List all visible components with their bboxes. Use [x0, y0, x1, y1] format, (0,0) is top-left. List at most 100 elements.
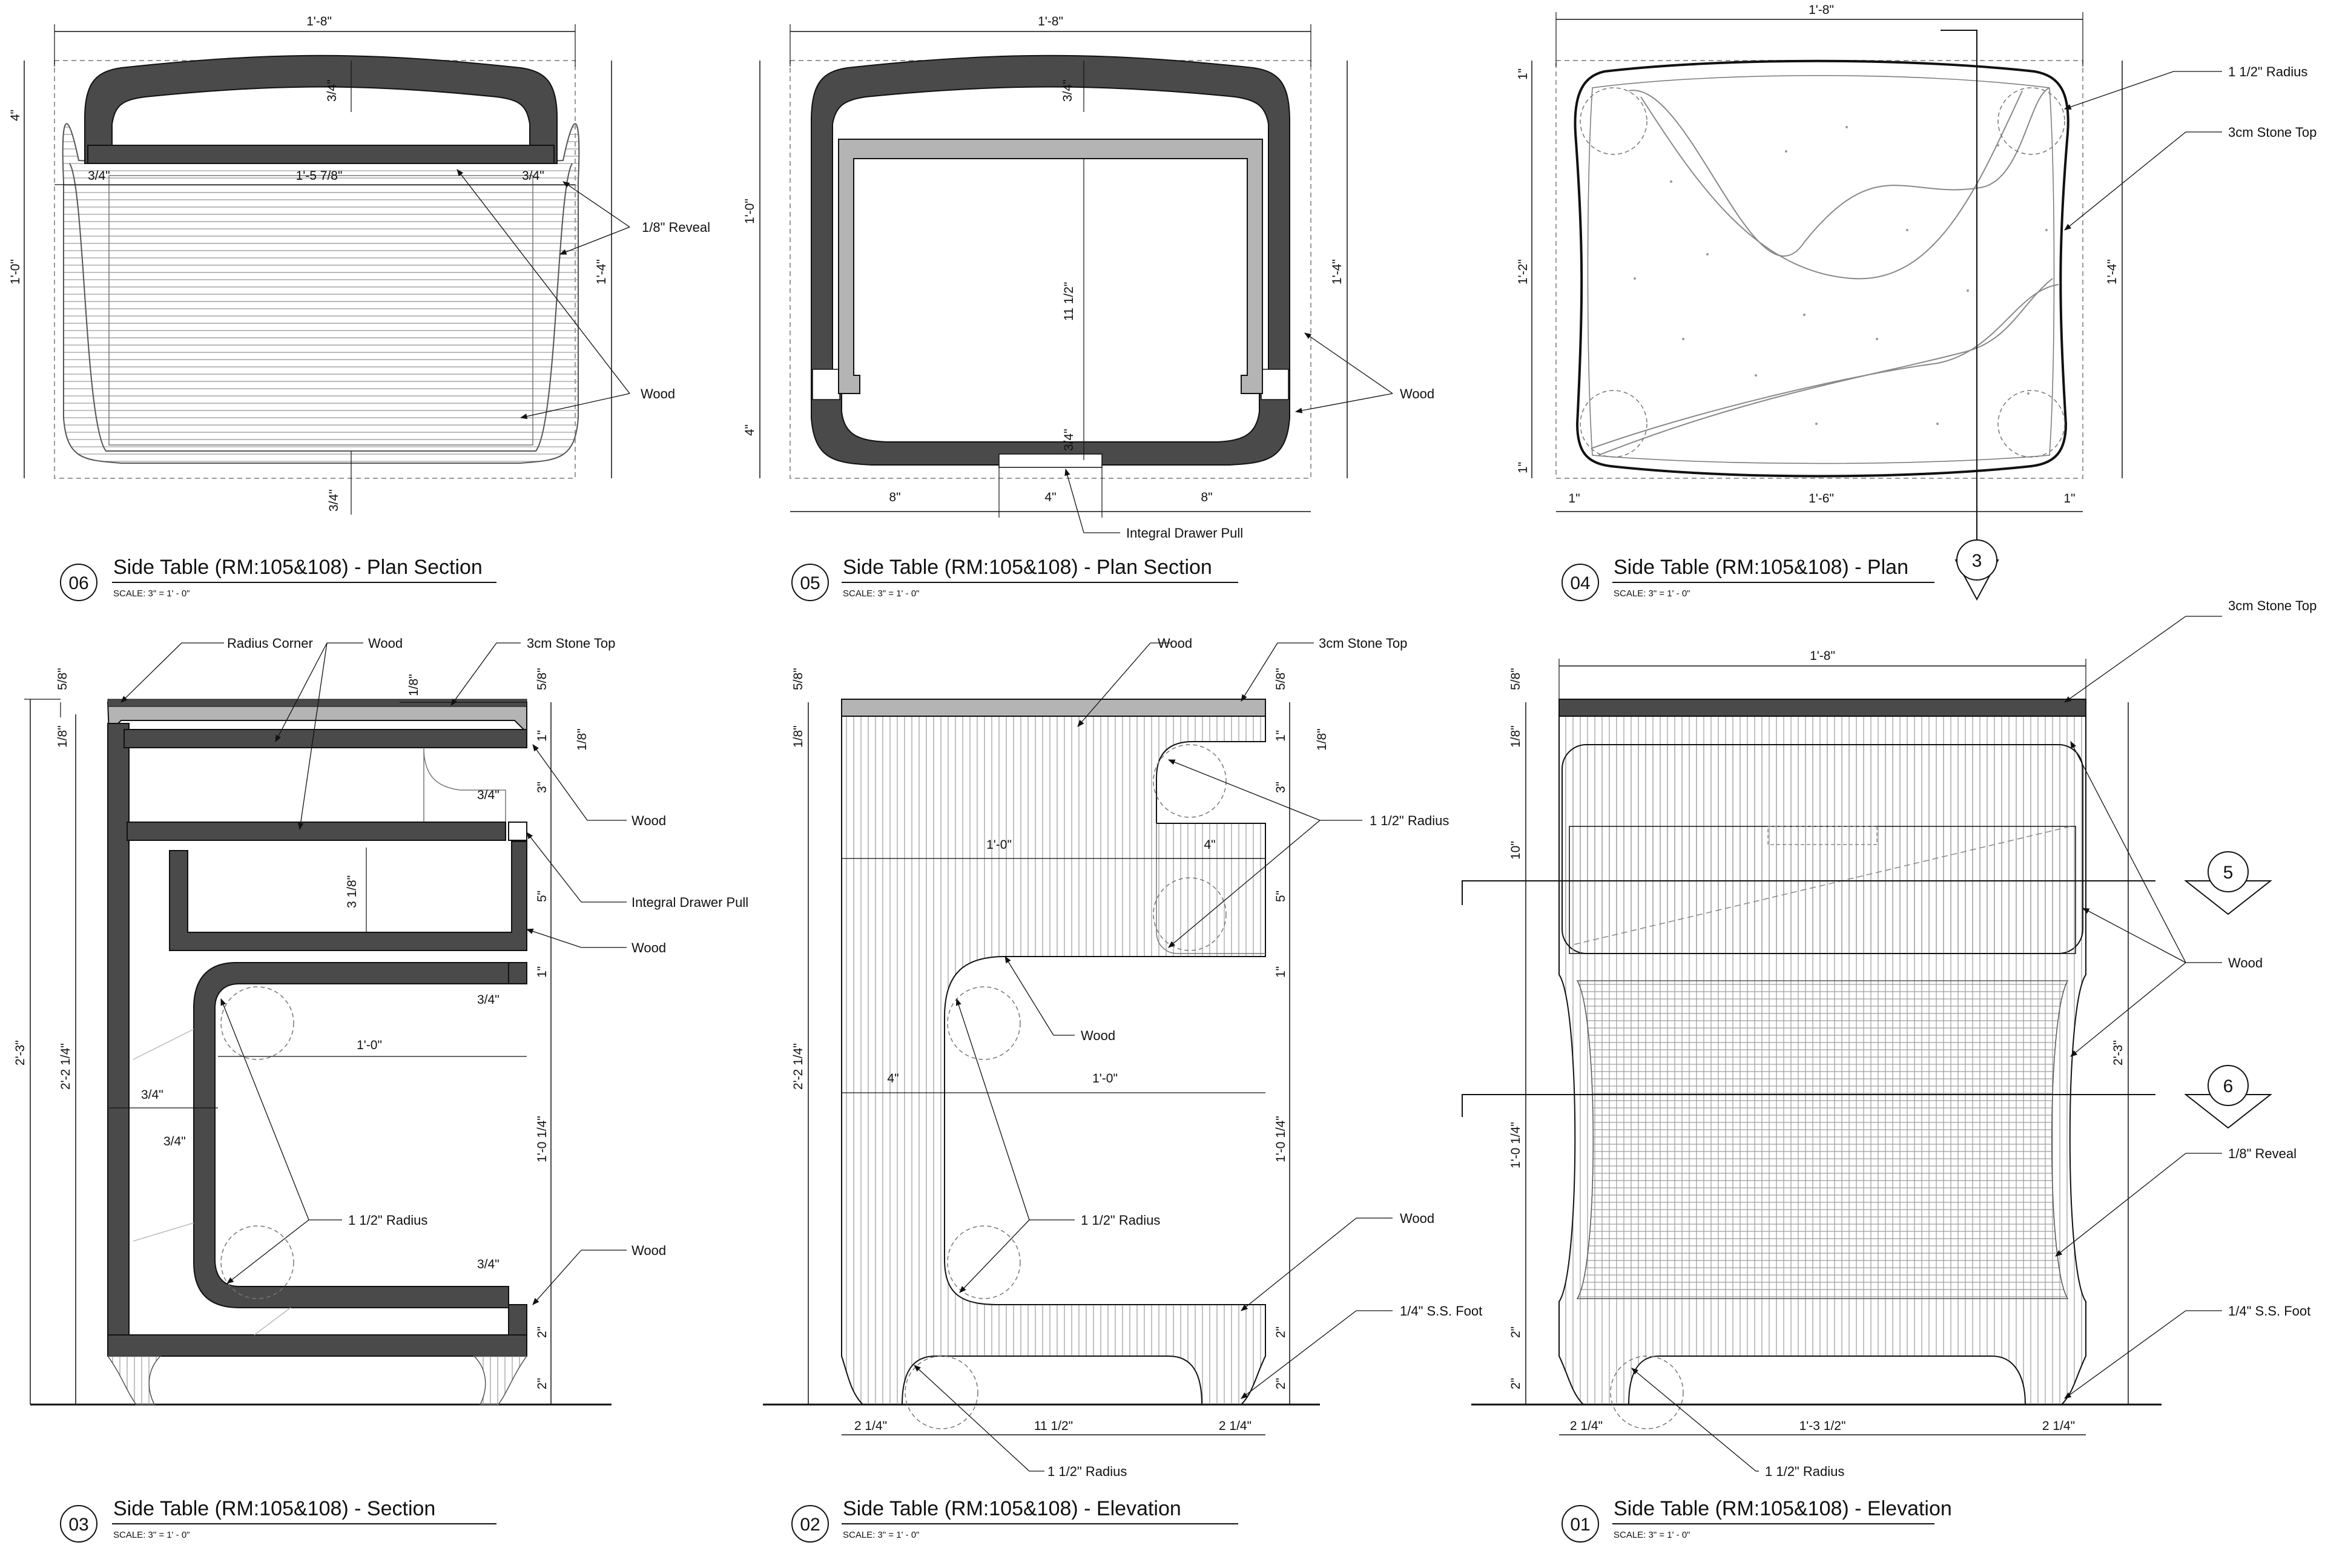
- label-wood-inner: Wood: [1081, 1028, 1115, 1043]
- title-block-06: 06 Side Table (RM:105&108) - Plan Sectio…: [60, 556, 496, 601]
- label-ss-foot: 1/4" S.S. Foot: [2228, 1303, 2310, 1319]
- view-scale: SCALE: 3" = 1' - 0": [843, 1530, 920, 1540]
- dim-front-thickness: 3/4": [1062, 429, 1076, 451]
- dim-reveal: 1/8": [56, 725, 70, 748]
- dim-height: 2'-3": [2111, 1040, 2125, 1066]
- view-title: Side Table (RM:105&108) - Plan: [1614, 556, 1908, 579]
- dim-inner-width: 1'-6": [1809, 492, 1834, 506]
- dim-box-depth: 1'-4": [2105, 259, 2119, 285]
- dim-stone-thickness: 5/8": [56, 668, 70, 690]
- dim-width: 1'-8": [306, 15, 332, 28]
- title-block-03: 03 Side Table (RM:105&108) - Section SCA…: [60, 1497, 496, 1543]
- view-scale: SCALE: 3" = 1' - 0": [1614, 588, 1690, 599]
- view-number: 04: [1570, 573, 1590, 593]
- dim-right-1: 1": [1274, 730, 1288, 742]
- dim-interior-depth: 11 1/2": [1062, 282, 1076, 321]
- dim-foot-span: 1'-3 1/2": [1799, 1419, 1846, 1433]
- dim-inner-depth: 1'-2": [1516, 259, 1530, 285]
- title-block-01: 01 Side Table (RM:105&108) - Elevation S…: [1562, 1497, 1952, 1543]
- dim-stone-thickness: 5/8": [1509, 668, 1523, 690]
- label-wood-base: Wood: [632, 1243, 666, 1258]
- dim-foot: 2": [1509, 1378, 1523, 1389]
- dim-right-stone: 5/8": [1274, 668, 1288, 690]
- dim-cavity-depth: 1'-0": [357, 1038, 382, 1052]
- view-05-plan-section: 1'-8" 3/4" 11 1/2" 3/4" 1'-0" 4" 1'-4" 8…: [743, 15, 1434, 541]
- dim-mid-thickness: 3/4": [477, 993, 500, 1007]
- view-04-plan: 1'-8" 1" 1'-2" 1" 1'-4" 1" 1'-6" 1" 1 1/…: [1516, 3, 2317, 601]
- dim-bottom-edge: 1": [1516, 462, 1530, 473]
- dim-right-edge: 1": [2063, 492, 2075, 506]
- title-block-04: 04 Side Table (RM:105&108) - Plan SCALE:…: [1562, 556, 1934, 601]
- dim-inner-width: 1'-5 7/8": [296, 169, 343, 183]
- label-radius-pull: 1 1/2" Radius: [1370, 813, 1449, 828]
- label-stone-top: 3cm Stone Top: [1319, 636, 1407, 651]
- dim-body-height: 2'-2 1/4": [59, 1043, 73, 1090]
- dim-foot-right: 2 1/4": [2042, 1419, 2075, 1433]
- dim-right-1b: 1": [1274, 966, 1288, 978]
- label-stone-top: 3cm Stone Top: [2228, 598, 2317, 613]
- label-wood-base: Wood: [1400, 1211, 1434, 1226]
- view-number-bubble: [791, 564, 829, 601]
- label-radius-corner: Radius Corner: [227, 636, 313, 651]
- label-reveal: 1/8" Reveal: [2228, 1146, 2297, 1161]
- label-wood-drawer: Wood: [632, 940, 666, 955]
- view-title: Side Table (RM:105&108) - Elevation: [843, 1497, 1181, 1520]
- view-number: 02: [800, 1515, 820, 1535]
- dim-drawer-height: 3 1/8": [345, 875, 359, 908]
- title-block-05: 05 Side Table (RM:105&108) - Plan Sectio…: [791, 556, 1238, 601]
- label-wood: Wood: [641, 386, 675, 401]
- dim-right-1: 1": [535, 730, 549, 742]
- dim-right-3: 3": [1274, 782, 1288, 793]
- section-marker-number: 5: [2223, 863, 2234, 883]
- dim-reveal: 1/8": [791, 725, 805, 748]
- view-number-bubble: [60, 1505, 97, 1543]
- dim-front-thickness: 3/4": [327, 489, 341, 512]
- label-wood: Wood: [368, 636, 403, 651]
- view-scale: SCALE: 3" = 1' - 0": [113, 1530, 190, 1540]
- dim-reveal-top: 1/8": [407, 674, 421, 696]
- dim-right-foot: 2": [535, 1378, 549, 1389]
- dim-pull: 4": [1044, 490, 1056, 504]
- dim-right-stone: 5/8": [535, 668, 549, 690]
- view-number-bubble: [1562, 1505, 1599, 1543]
- dim-right-cavity: 1'-0 1/4": [1274, 1116, 1288, 1162]
- label-radius-foot: 1 1/2" Radius: [1047, 1464, 1127, 1479]
- dim-side-left: 3/4": [88, 169, 110, 183]
- view-01-elevation: 1'-8" 5/8" 1/8" 10" 1'-0 1/4" 2" 2" 2'-3…: [1462, 598, 2317, 1479]
- section-marker-6: [2208, 1065, 2249, 1106]
- label-radius-cavity: 1 1/2" Radius: [1081, 1213, 1160, 1228]
- dim-lower-zone: 1'-0 1/4": [1509, 1122, 1523, 1168]
- dim-right-foot: 2": [1274, 1378, 1288, 1389]
- dim-top-thickness: 3/4": [1061, 79, 1075, 102]
- label-radius-foot: 1 1/2" Radius: [1765, 1464, 1844, 1479]
- view-number: 06: [68, 573, 88, 593]
- view-scale: SCALE: 3" = 1' - 0": [113, 588, 190, 599]
- label-wood: Wood: [2228, 955, 2263, 970]
- dim-body-height: 2'-2 1/4": [791, 1043, 805, 1090]
- view-number: 03: [68, 1515, 88, 1535]
- label-wood: Wood: [1158, 636, 1192, 651]
- dim-base-thickness: 3/4": [477, 1257, 500, 1271]
- label-radius: 1 1/2" Radius: [2228, 64, 2307, 79]
- dim-reveal: 1/8": [1509, 725, 1523, 748]
- dim-front-depth: 4": [8, 110, 22, 121]
- dim-right-cavity: 1'-0 1/4": [535, 1116, 549, 1162]
- label-wood-shelf: Wood: [632, 813, 666, 828]
- dim-stone-thickness: 5/8": [791, 668, 805, 690]
- dim-foot-right: 2 1/4": [1219, 1419, 1252, 1433]
- dim-right-5: 5": [535, 891, 549, 902]
- label-radius: 1 1/2" Radius: [348, 1213, 427, 1228]
- dim-right-2: 2": [535, 1326, 549, 1338]
- dim-right-5: 5": [1274, 891, 1288, 902]
- view-title: Side Table (RM:105&108) - Elevation: [1614, 1497, 1952, 1520]
- dim-width: 1'-8": [1809, 3, 1834, 17]
- title-block-02: 02 Side Table (RM:105&108) - Elevation S…: [791, 1497, 1238, 1543]
- dim-pull-depth: 4": [1204, 838, 1215, 852]
- view-scale: SCALE: 3" = 1' - 0": [1614, 1530, 1690, 1540]
- view-06-plan-section: 1'-8" 3/4" 1'-0" 4" 1'-4" 3/4" 1'-5 7/8"…: [8, 15, 710, 515]
- dim-right-1b: 1": [535, 966, 549, 978]
- label-reveal: 1/8" Reveal: [642, 220, 710, 235]
- dim-side-thickness: 3/4": [141, 1088, 163, 1102]
